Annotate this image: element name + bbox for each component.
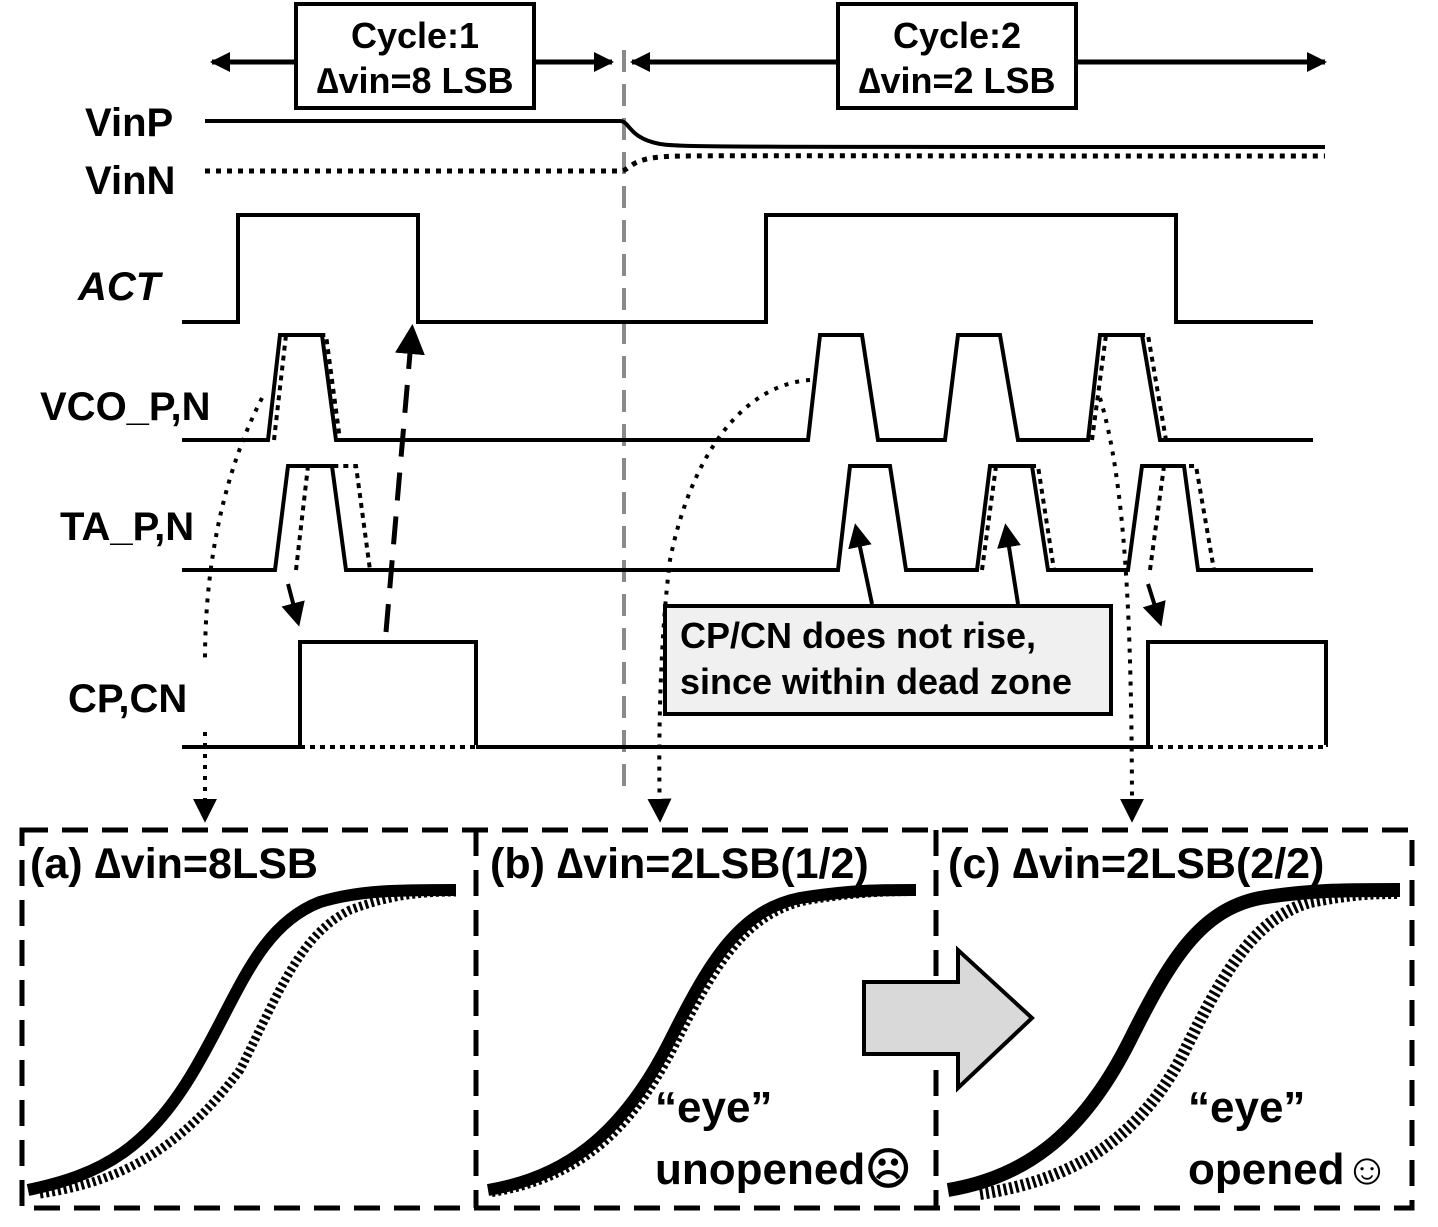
panel-b-title: (b) ∆vin=2LSB(1/2) — [490, 840, 869, 888]
panel-a-curve-n — [39, 887, 457, 1199]
callout-pointer-1 — [848, 523, 874, 605]
ta-n-waveform-b — [980, 464, 1056, 571]
panel-b-curve-n — [491, 890, 917, 1197]
vco-to-panel-b-arrow — [647, 378, 811, 823]
panel-b-eye-quote: “eye” — [655, 1083, 772, 1132]
cycle2-dvin: ∆vin=2 LSB — [858, 60, 1055, 101]
cycle2-box — [836, 2, 1078, 110]
vinp-waveform — [205, 119, 1326, 149]
cycle1-label: Cycle:1 — [351, 15, 479, 56]
vinn-waveform — [205, 153, 1326, 174]
ta-n-waveform-c — [1148, 464, 1216, 571]
cp-label: CP,CN — [68, 677, 187, 721]
callout-pointer-2 — [997, 523, 1021, 605]
vco-n-waveform — [272, 333, 342, 441]
ta-waveform — [182, 464, 1313, 572]
act-waveform — [182, 213, 1313, 324]
vco-n-waveform-c — [1090, 333, 1168, 441]
panel-c-curve-p — [946, 883, 1401, 1197]
ta-to-cp-arrow-c — [1142, 583, 1166, 627]
panel-a-curve-p — [26, 884, 457, 1196]
ta-label: TA_P,N — [60, 505, 194, 549]
vco-to-panel-a-arrow — [203, 397, 264, 661]
panels-frame — [19, 827, 1415, 1211]
vinp-label: VinP — [85, 101, 173, 145]
vinn-label: VinN — [85, 159, 175, 203]
cycle1-dvin: ∆vin=8 LSB — [316, 60, 513, 101]
panel-c-eye-state: opened☺ — [1188, 1145, 1389, 1194]
callout-line2: since within dead zone — [680, 661, 1072, 702]
transition-arrow — [862, 945, 1035, 1093]
cp-to-act-arrow — [383, 324, 425, 633]
ta-to-cp-arrow-a — [281, 583, 305, 627]
vco-waveform — [182, 333, 1313, 442]
panel-b-curve-p — [487, 884, 917, 1196]
panel-a-title: (a) ∆vin=8LSB — [30, 840, 318, 888]
panel-c-eye-quote: “eye” — [1188, 1083, 1305, 1132]
callout-line1: CP/CN does not rise, — [680, 615, 1036, 656]
vco-label: VCO_P,N — [40, 385, 210, 429]
cycle1-box — [294, 2, 536, 110]
ta-n-waveform — [294, 464, 372, 571]
cycle2-label: Cycle:2 — [893, 15, 1021, 56]
panel-b-eye-state: unopened☹ — [655, 1145, 911, 1194]
panel-c-title: (c) ∆vin=2LSB(2/2) — [948, 840, 1324, 888]
vco-to-panel-c-arrow — [1098, 397, 1144, 823]
dead-zone-callout — [663, 604, 1113, 716]
panel-c-curve-n — [979, 887, 1401, 1200]
act-label: ACT — [77, 265, 164, 309]
